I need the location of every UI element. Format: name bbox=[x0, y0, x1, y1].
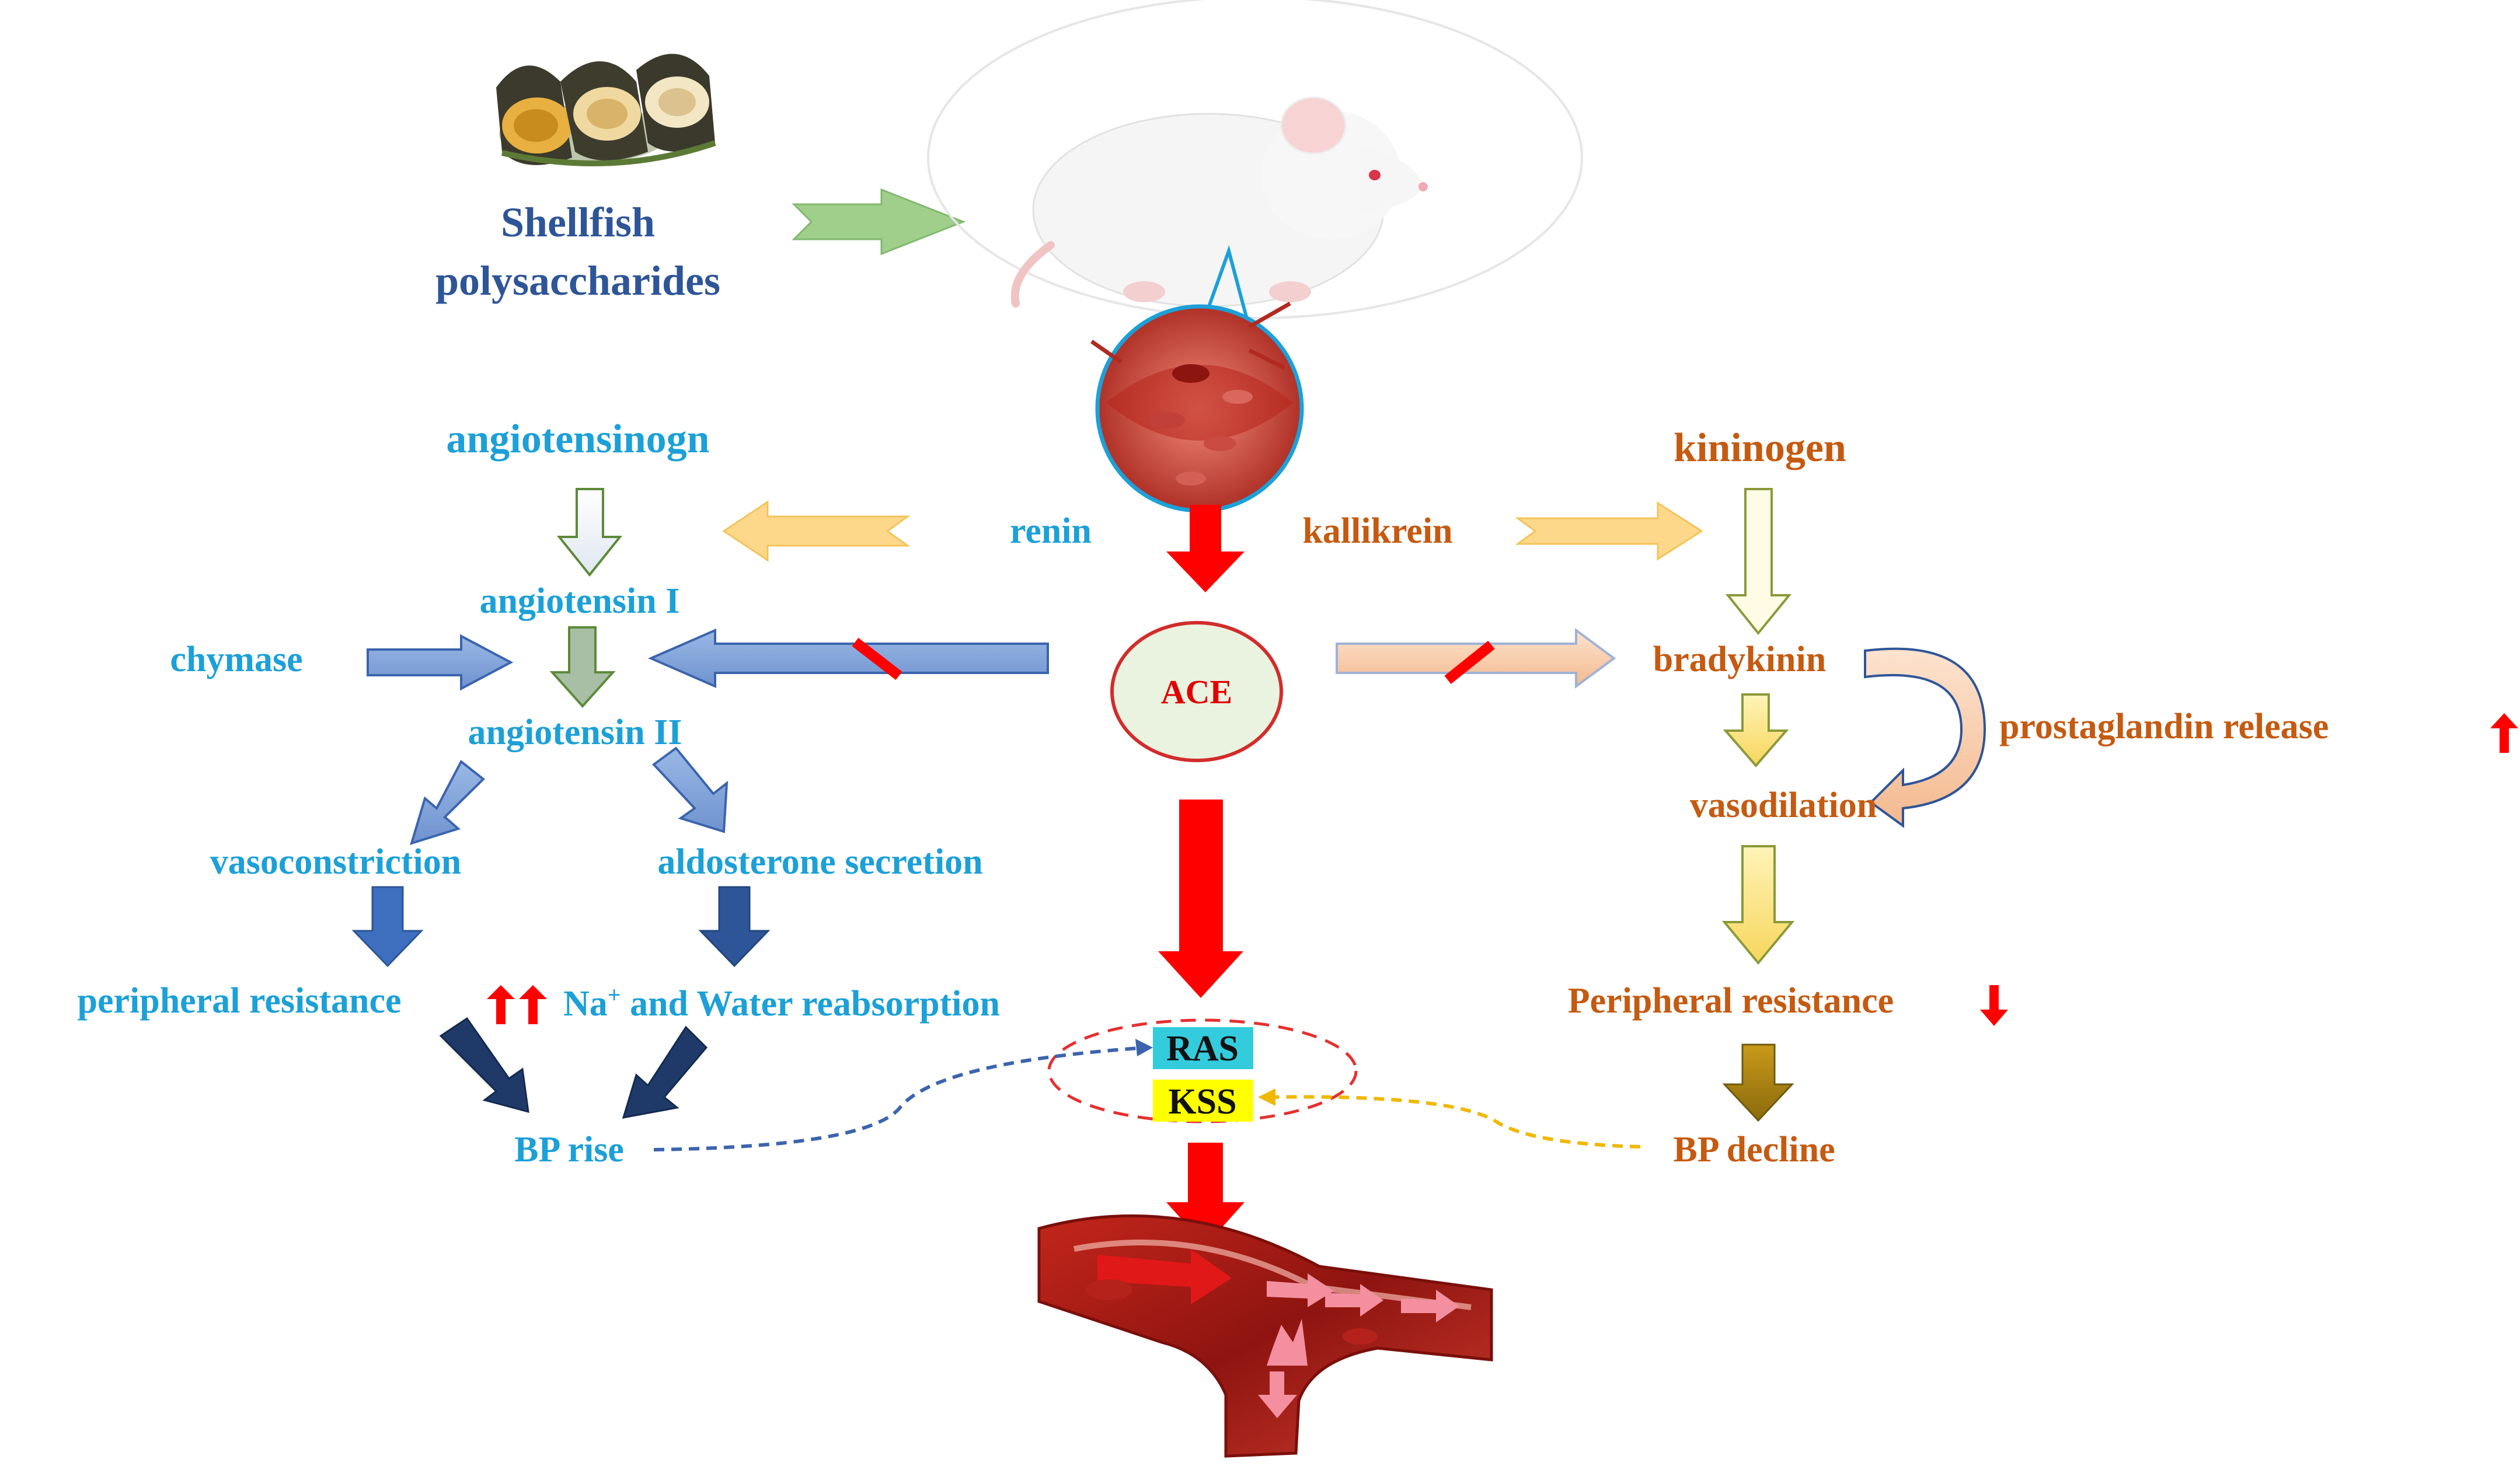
dashed-link-bp-decline-to-kss bbox=[1266, 1095, 1641, 1149]
angiotensinogen-label: angiotensinogn bbox=[446, 417, 709, 462]
bradykinin-label: bradykinin bbox=[1653, 640, 1826, 679]
chymase-label: chymase bbox=[170, 640, 302, 679]
arrow-ang2-to-aldosterone bbox=[652, 746, 729, 833]
ras-box bbox=[1153, 1027, 1253, 1069]
shellfish-image bbox=[496, 54, 716, 166]
dashed-link-arrowhead-ras bbox=[1135, 1039, 1153, 1056]
ras-label: RAS bbox=[1166, 1029, 1239, 1069]
reabsorption-label: Na+ and Water reabsorption bbox=[563, 982, 1000, 1024]
inhibition-mark-ras bbox=[852, 637, 902, 680]
dashed-link-arrowhead-kss bbox=[1258, 1088, 1275, 1106]
rat-outline-oval bbox=[927, 0, 1583, 319]
vasoconstriction-label: vasoconstriction bbox=[210, 842, 462, 882]
arrow-bradykinin-to-vasodilation bbox=[1723, 693, 1789, 768]
red-arrow-to-ace bbox=[1166, 505, 1245, 592]
double-up-arrow-icon bbox=[487, 985, 547, 1024]
vasodilation-label: vasodilation bbox=[1690, 786, 1877, 825]
ace-node bbox=[1110, 621, 1283, 762]
bp-rise-label: BP rise bbox=[514, 1130, 624, 1170]
arrow-to-reabsorption bbox=[698, 886, 771, 968]
kallikrein-label: kallikrein bbox=[1302, 511, 1452, 551]
kss-box bbox=[1153, 1080, 1253, 1122]
arrow-ace-to-ang2 bbox=[647, 628, 1049, 689]
arrow-kininogen-to-bradykinin bbox=[1725, 488, 1792, 636]
peripheral-resistance-rise-label: peripheral resistance bbox=[77, 981, 401, 1021]
ace-label: ACE bbox=[1161, 673, 1232, 711]
curved-arrow-prostaglandin bbox=[1864, 647, 1986, 828]
green-arrow-to-rat bbox=[792, 188, 966, 256]
yellow-arrow-renin-left bbox=[722, 500, 911, 562]
arrow-resistance-to-bp-rise bbox=[439, 1017, 529, 1114]
systems-node bbox=[1047, 1018, 1358, 1123]
arrow-ang2-to-vasoconstriction bbox=[410, 759, 486, 846]
angiotensin-2-label: angiotensin II bbox=[468, 713, 682, 752]
vessel-closeup-image bbox=[1090, 301, 1304, 513]
shellfish-label-line1: Shellfish bbox=[501, 199, 655, 246]
arrow-resistance-to-bp-decline bbox=[1722, 1043, 1794, 1122]
bp-decline-label: BP decline bbox=[1673, 1130, 1835, 1170]
arrow-reabsorption-to-bp-rise bbox=[622, 1025, 708, 1119]
blood-vessel-image bbox=[1037, 1214, 1493, 1458]
rat-image bbox=[1010, 96, 1428, 308]
prostaglandin-label: prostaglandin release bbox=[1999, 707, 2329, 746]
renin-label: renin bbox=[1010, 511, 1092, 551]
prostaglandin-up-arrow-icon bbox=[2490, 713, 2518, 753]
down-arrow-icon bbox=[1980, 985, 2008, 1026]
yellow-arrow-kallikrein-right bbox=[1515, 501, 1703, 561]
kss-label: KSS bbox=[1168, 1082, 1236, 1122]
angiotensin-1-label: angiotensin I bbox=[480, 581, 680, 621]
arrow-vasodilation-to-resistance bbox=[1721, 845, 1795, 965]
kininogen-label: kininogen bbox=[1674, 425, 1846, 470]
peripheral-resistance-decline-label: Peripheral resistance bbox=[1568, 981, 1894, 1021]
arrow-to-peripheral-resistance-rise bbox=[351, 886, 424, 968]
arrow-ang1-to-ang2 bbox=[549, 626, 616, 708]
arrow-angiotensinogen-to-ang1 bbox=[556, 488, 623, 577]
inhibition-mark-kks bbox=[1444, 640, 1495, 685]
red-arrow-ace-to-systems bbox=[1158, 800, 1243, 998]
arrow-chymase-to-ang bbox=[367, 634, 514, 691]
aldosterone-label: aldosterone secretion bbox=[657, 842, 982, 882]
dashed-link-bp-rise-to-ras bbox=[653, 1046, 1148, 1151]
shellfish-label-line2: polysaccharides bbox=[435, 257, 720, 304]
